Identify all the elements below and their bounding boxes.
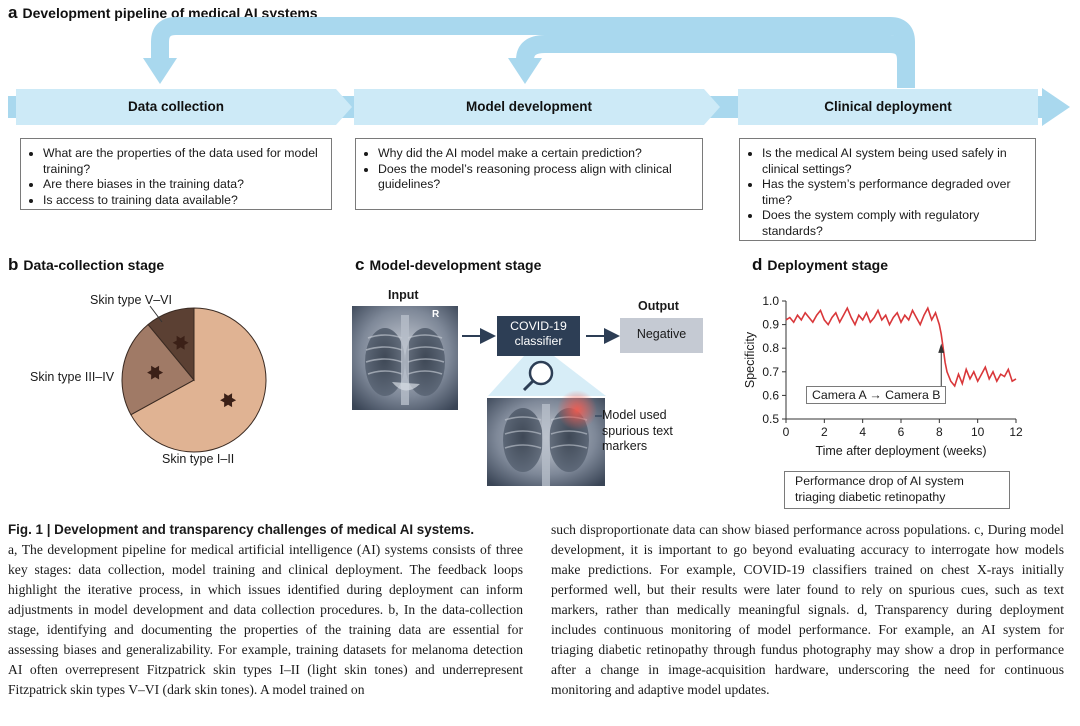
panel-c-letter: c: [355, 255, 365, 274]
x-tick-label: 0: [783, 425, 790, 439]
skin-type-pie-chart: [121, 305, 267, 453]
y-tick-label: 0.9: [762, 318, 779, 332]
questions-box-data-collection: What are the properties of the data used…: [20, 138, 332, 210]
x-tick-label: 6: [898, 425, 905, 439]
question-item: Is access to training data available?: [43, 193, 323, 209]
output-box: [620, 318, 703, 353]
pipeline-arrowhead: [1042, 88, 1070, 126]
feedback-loop-to-data-collection: [151, 17, 915, 88]
x-tick-label: 12: [1009, 425, 1023, 439]
figure-caption-right: such disproportionate data can show bias…: [551, 520, 1064, 700]
classifier-label: COVID-19 classifier: [510, 319, 567, 348]
x-tick-label: 4: [859, 425, 866, 439]
stage-box-data-collection: [16, 89, 336, 125]
pie-label-skin-v-vi: Skin type V–VI: [90, 293, 172, 307]
zoomed-xray-image: [487, 390, 605, 486]
panel-d-letter: d: [752, 255, 763, 274]
pipeline-diagram: [8, 17, 1070, 126]
x-tick-label: 10: [971, 425, 985, 439]
y-tick-label: 0.7: [762, 365, 779, 379]
pie-leader-line: [149, 305, 163, 323]
stage-chevron-1: [336, 89, 352, 125]
questions-box-clinical-deployment: Is the medical AI system being used safe…: [739, 138, 1036, 241]
camera-change-annotation: Camera A → Camera B: [806, 386, 947, 404]
x-tick-label: 2: [821, 425, 828, 439]
question-item: Is the medical AI system being used safe…: [762, 146, 1027, 177]
questions-box-model-development: Why did the AI model make a certain pred…: [355, 138, 703, 210]
panel-b-title-text: Data-collection stage: [23, 257, 165, 273]
feedback-loop-to-model-development: [516, 35, 915, 61]
output-label: Output: [638, 299, 679, 313]
pie-label-skin-iii-iv: Skin type III–IV: [30, 370, 115, 384]
stage-label-clinical-deployment: Clinical deployment: [824, 99, 952, 114]
drop-pointer-arrowhead: [938, 343, 945, 353]
input-label: Input: [388, 288, 419, 302]
panel-b-letter: b: [8, 255, 19, 274]
deployment-chart-caption: Performance drop of AI system triaging d…: [784, 471, 1010, 509]
input-xray-image: [352, 306, 458, 410]
feedback-arrowhead-model-development: [508, 58, 542, 84]
spurious-marker-annotation: Model used spurious text markers: [602, 408, 673, 453]
pie-slice: [147, 307, 195, 382]
stage-chevron-2: [704, 89, 720, 125]
specificity-series-line: [785, 306, 1017, 388]
mole-icon: [172, 335, 189, 350]
caption-left-body: a, The development pipeline for medical …: [8, 542, 523, 697]
feedback-arrowhead-data-collection: [143, 58, 177, 84]
model-development-diagram: [352, 306, 703, 486]
panel-c-title-text: Model-development stage: [369, 257, 542, 273]
stage-box-model-development: [354, 89, 704, 125]
stage-label-model-development: Model development: [465, 99, 592, 114]
question-item: Does the model’s reasoning process align…: [378, 162, 694, 193]
y-tick-label: 0.5: [762, 412, 779, 426]
y-tick-label: 0.8: [762, 341, 779, 355]
y-tick-label: 0.6: [762, 388, 779, 402]
question-item: Has the system’s performance degraded ov…: [762, 177, 1027, 208]
pie-label-skin-i-ii: Skin type I–II: [162, 452, 235, 466]
output-value: Negative: [636, 327, 687, 341]
panel-a-letter: a: [8, 3, 18, 22]
r-marker: R: [432, 309, 440, 320]
stage-label-data-collection: Data collection: [127, 99, 225, 114]
caption-right-body: such disproportionate data can show bias…: [551, 522, 1064, 697]
pie-slice: [130, 307, 267, 453]
question-item: Why did the AI model make a certain pred…: [378, 146, 694, 162]
classifier-box: [497, 316, 580, 356]
x-tick-label: 8: [936, 425, 943, 439]
panel-d-title-text: Deployment stage: [767, 257, 888, 273]
figure-label: Fig. 1 | Development and transparency ch…: [8, 522, 475, 537]
spurious-marker-highlight: [557, 390, 597, 430]
mole-icon: [147, 365, 164, 380]
y-tick-label: 1.0: [762, 294, 779, 308]
magnifier-icon: [522, 360, 554, 392]
question-item: What are the properties of the data used…: [43, 146, 323, 177]
question-item: Does the system comply with regulatory s…: [762, 208, 1027, 239]
question-item: Are there biases in the training data?: [43, 177, 323, 193]
stage-box-clinical-deployment: [738, 89, 1038, 125]
x-axis-label: Time after deployment (weeks): [815, 444, 986, 458]
mole-icon: [220, 393, 237, 408]
y-axis-label: Specificity: [743, 331, 757, 388]
figure-caption-left: Fig. 1 | Development and transparency ch…: [8, 520, 523, 700]
